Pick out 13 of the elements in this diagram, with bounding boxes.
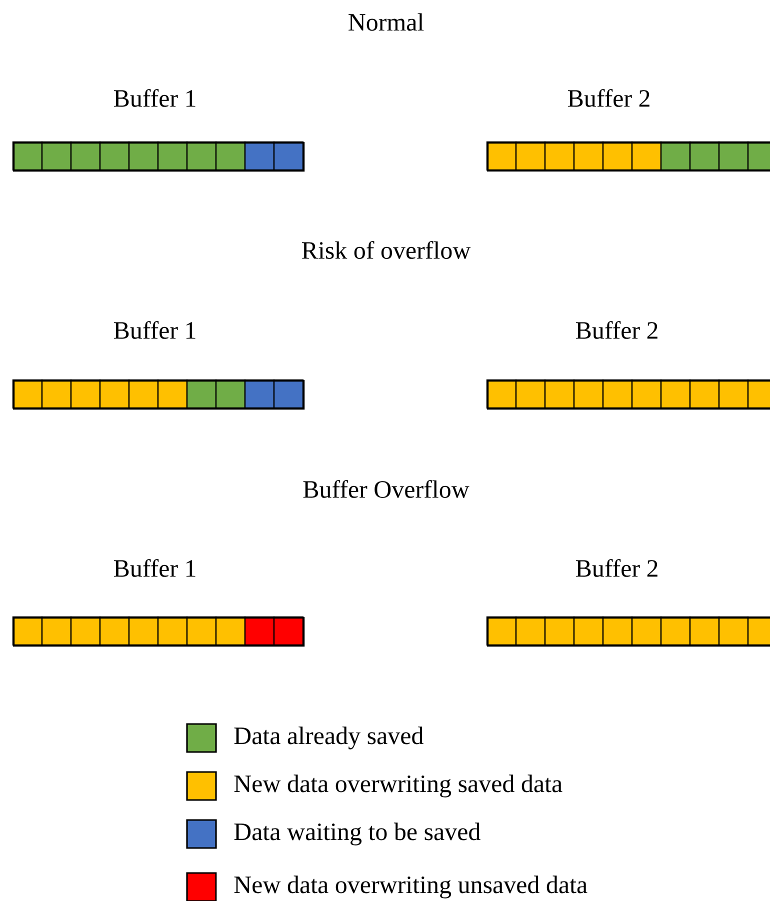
buffer-label: Buffer 1 [114, 89, 196, 107]
legend-text: Data waiting to be saved [234, 822, 480, 846]
buffer-label: Buffer 1 [114, 321, 196, 339]
buffer-label: Buffer 1 [114, 559, 196, 577]
section-title: Buffer Overflow [303, 480, 470, 498]
legend-text: New data overwriting unsaved data [234, 876, 588, 898]
legend-text: Data already saved [234, 726, 424, 750]
buffer-label: Buffer 2 [568, 89, 650, 107]
buffer-label: Buffer 2 [576, 559, 658, 577]
section-title: Risk of overflow [302, 241, 471, 259]
buffer-label: Buffer 2 [576, 321, 658, 339]
legend-text: New data overwriting saved data [234, 774, 562, 798]
section-title: Normal [348, 13, 424, 31]
